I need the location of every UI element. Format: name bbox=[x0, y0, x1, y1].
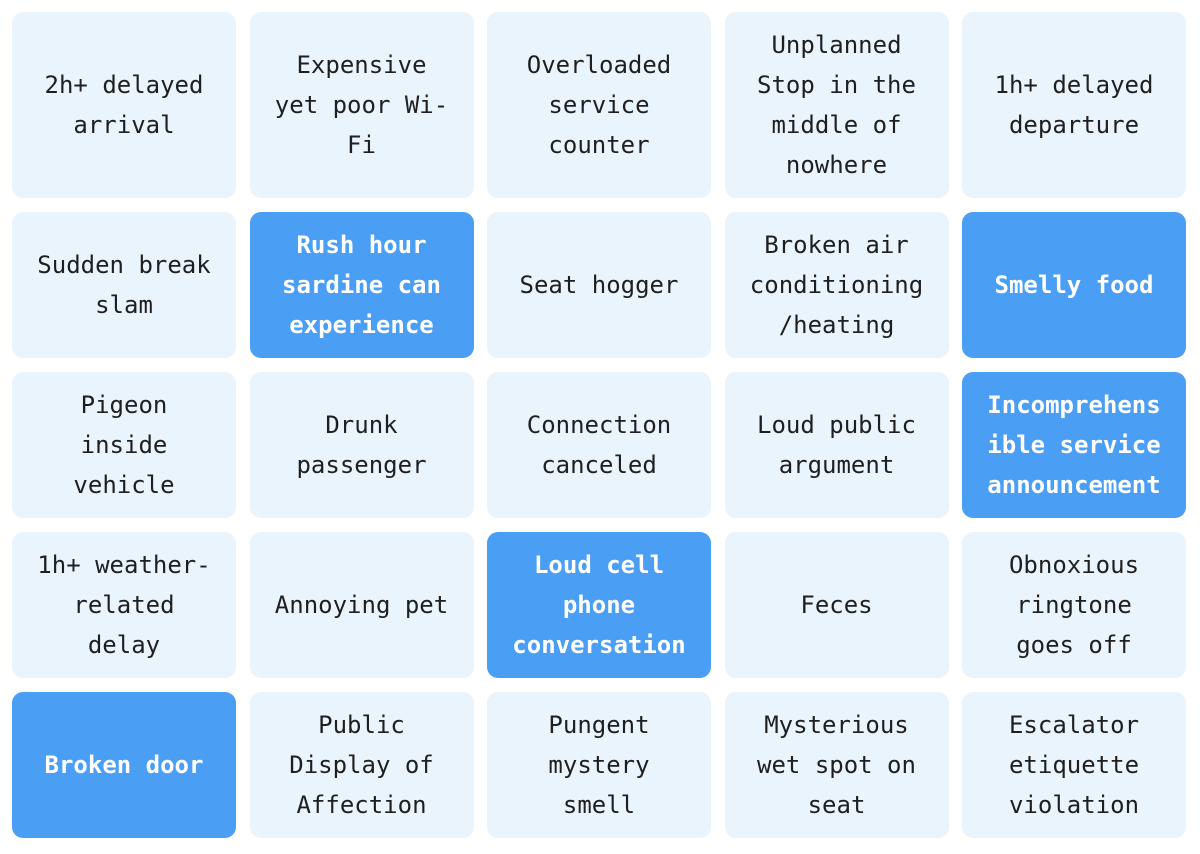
bingo-cell-r5c4[interactable]: Mysterious wet spot on seat bbox=[724, 692, 949, 838]
bingo-cell-label: Public Display of Affection bbox=[289, 711, 434, 819]
bingo-cell-r1c3[interactable]: Overloaded service counter bbox=[487, 12, 711, 198]
bingo-cell-label: Escalator etiquette violation bbox=[1008, 711, 1140, 819]
bingo-cell-label: Loud public argument bbox=[757, 411, 916, 479]
bingo-cell-r5c3[interactable]: Pungent mystery smell bbox=[487, 692, 711, 838]
bingo-cell-r2c5[interactable]: Smelly food bbox=[962, 212, 1186, 358]
bingo-cell-label: Rush hour sardine can experience bbox=[282, 231, 441, 339]
bingo-cell-label: Loud cell phone conversation bbox=[512, 551, 686, 659]
bingo-cell-r2c4[interactable]: Broken air conditioning /heating bbox=[724, 212, 949, 358]
bingo-cell-label: Sudden break slam bbox=[37, 251, 211, 319]
bingo-board: 2h+ delayed arrival Expensive yet poor W… bbox=[12, 12, 1186, 838]
bingo-cell-label: Pigeon inside vehicle bbox=[73, 391, 175, 499]
bingo-cell-label: Unplanned Stop in the middle of nowhere bbox=[757, 31, 916, 179]
bingo-cell-r4c1[interactable]: 1h+ weather- related delay bbox=[12, 532, 236, 678]
bingo-cell-label: Smelly food bbox=[994, 271, 1154, 299]
bingo-cell-r4c4[interactable]: Feces bbox=[724, 532, 949, 678]
bingo-cell-label: Connection canceled bbox=[526, 411, 672, 479]
bingo-cell-r3c5[interactable]: Incomprehens ible service announcement bbox=[962, 372, 1186, 518]
bingo-cell-label: 2h+ delayed arrival bbox=[44, 71, 204, 139]
bingo-cell-label: Expensive yet poor Wi- Fi bbox=[274, 51, 449, 159]
bingo-cell-label: Seat hogger bbox=[519, 271, 679, 299]
bingo-cell-label: Annoying pet bbox=[274, 591, 449, 619]
bingo-cell-r1c4[interactable]: Unplanned Stop in the middle of nowhere bbox=[724, 12, 949, 198]
bingo-cell-r3c3[interactable]: Connection canceled bbox=[487, 372, 711, 518]
bingo-cell-r2c2[interactable]: Rush hour sardine can experience bbox=[249, 212, 474, 358]
bingo-cell-label: Drunk passenger bbox=[296, 411, 427, 479]
bingo-cell-r1c1[interactable]: 2h+ delayed arrival bbox=[12, 12, 236, 198]
bingo-cell-r3c4[interactable]: Loud public argument bbox=[724, 372, 949, 518]
bingo-cell-label: Feces bbox=[800, 591, 873, 619]
bingo-cell-label: Pungent mystery smell bbox=[548, 711, 650, 819]
bingo-cell-r4c5[interactable]: Obnoxious ringtone goes off bbox=[962, 532, 1186, 678]
bingo-cell-label: Overloaded service counter bbox=[526, 51, 672, 159]
bingo-cell-label: 1h+ weather- related delay bbox=[37, 551, 211, 659]
bingo-cell-label: Incomprehens ible service announcement bbox=[987, 391, 1161, 499]
bingo-cell-r1c5[interactable]: 1h+ delayed departure bbox=[962, 12, 1186, 198]
bingo-cell-r2c3[interactable]: Seat hogger bbox=[487, 212, 711, 358]
bingo-cell-r5c2[interactable]: Public Display of Affection bbox=[249, 692, 474, 838]
bingo-cell-r5c5[interactable]: Escalator etiquette violation bbox=[962, 692, 1186, 838]
bingo-cell-r3c2[interactable]: Drunk passenger bbox=[249, 372, 474, 518]
bingo-cell-label: Broken air conditioning /heating bbox=[749, 231, 924, 339]
bingo-cell-r1c2[interactable]: Expensive yet poor Wi- Fi bbox=[249, 12, 474, 198]
bingo-cell-label: Obnoxious ringtone goes off bbox=[1008, 551, 1140, 659]
bingo-cell-r4c3[interactable]: Loud cell phone conversation bbox=[487, 532, 711, 678]
bingo-cell-r2c1[interactable]: Sudden break slam bbox=[12, 212, 236, 358]
bingo-cell-label: 1h+ delayed departure bbox=[994, 71, 1154, 139]
bingo-cell-r3c1[interactable]: Pigeon inside vehicle bbox=[12, 372, 236, 518]
bingo-cell-r4c2[interactable]: Annoying pet bbox=[249, 532, 474, 678]
bingo-cell-label: Mysterious wet spot on seat bbox=[757, 711, 916, 819]
bingo-cell-r5c1[interactable]: Broken door bbox=[12, 692, 236, 838]
bingo-cell-label: Broken door bbox=[44, 751, 204, 779]
